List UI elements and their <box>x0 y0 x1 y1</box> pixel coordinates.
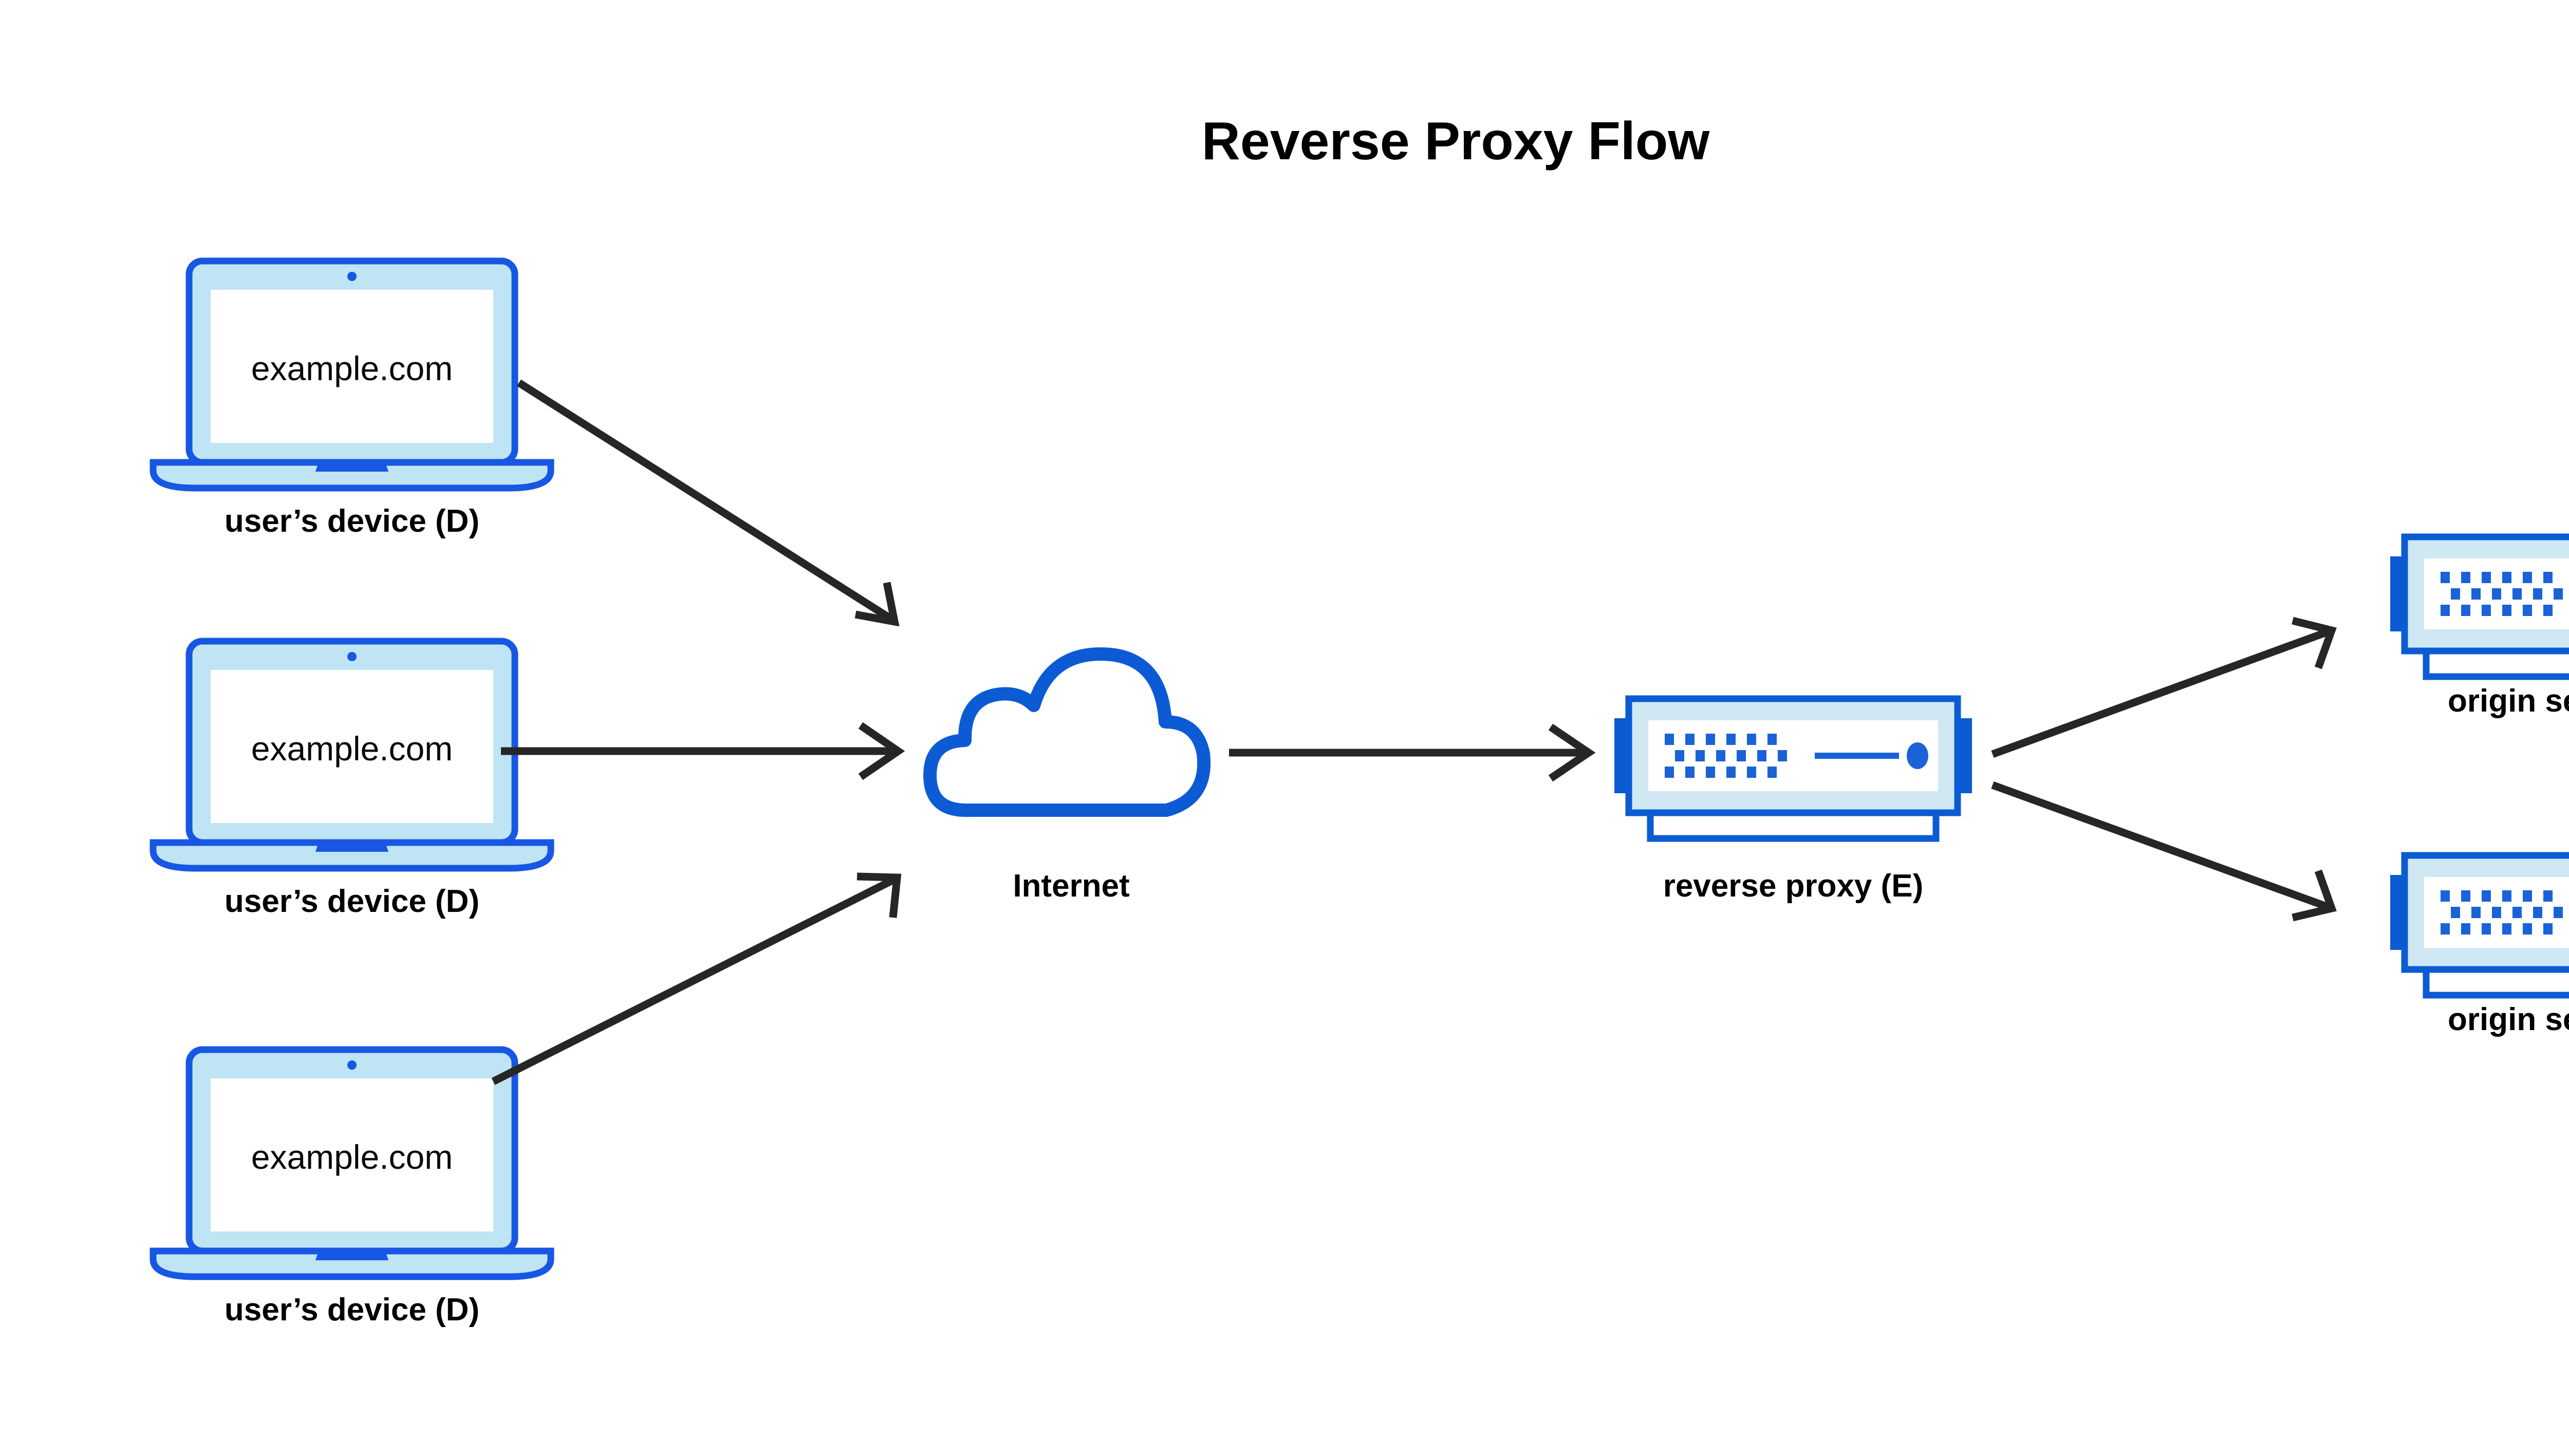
origin-bottom-node[interactable]: origin server (F) <box>2390 855 2569 1037</box>
internet-label: Internet <box>1013 868 1129 904</box>
client-middle-label: user’s device (D) <box>225 884 479 919</box>
page-title: Reverse Proxy Flow <box>1202 111 1710 171</box>
proxy-node[interactable]: reverse proxy (E) <box>1614 699 1972 904</box>
client-bottom-label: user’s device (D) <box>225 1292 479 1328</box>
origin-top-node[interactable]: origin server (F) <box>2390 537 2569 719</box>
server-icon <box>1614 699 1972 838</box>
internet-node[interactable]: Internet <box>930 654 1204 904</box>
arrow-proxy-to-origin-top <box>1991 617 2337 758</box>
client-bottom-screen-text: example.com <box>251 1138 453 1176</box>
proxy-label: reverse proxy (E) <box>1663 868 1924 904</box>
client-middle-node[interactable]: example.com user’s device (D) <box>153 641 551 919</box>
origin-bottom-label: origin server (F) <box>2448 1002 2569 1037</box>
client-top-node[interactable]: example.com user’s device (D) <box>153 261 551 539</box>
arrow-internet-to-proxy <box>1229 723 1596 782</box>
client-bottom-node[interactable]: example.com user’s device (D) <box>153 1050 551 1328</box>
client-top-screen-text: example.com <box>251 349 453 387</box>
arrow-client-middle-to-internet <box>501 722 905 780</box>
cloud-icon <box>930 654 1204 810</box>
arrow-proxy-to-origin-bottom <box>1991 781 2337 922</box>
server-icon <box>2390 855 2569 995</box>
client-middle-screen-text: example.com <box>251 730 453 768</box>
client-top-label: user’s device (D) <box>225 503 479 539</box>
server-icon <box>2390 537 2569 677</box>
arrow-client-bottom-to-internet <box>491 872 902 1085</box>
origin-top-label: origin server (F) <box>2448 683 2569 719</box>
arrow-client-top-to-internet <box>516 379 900 627</box>
